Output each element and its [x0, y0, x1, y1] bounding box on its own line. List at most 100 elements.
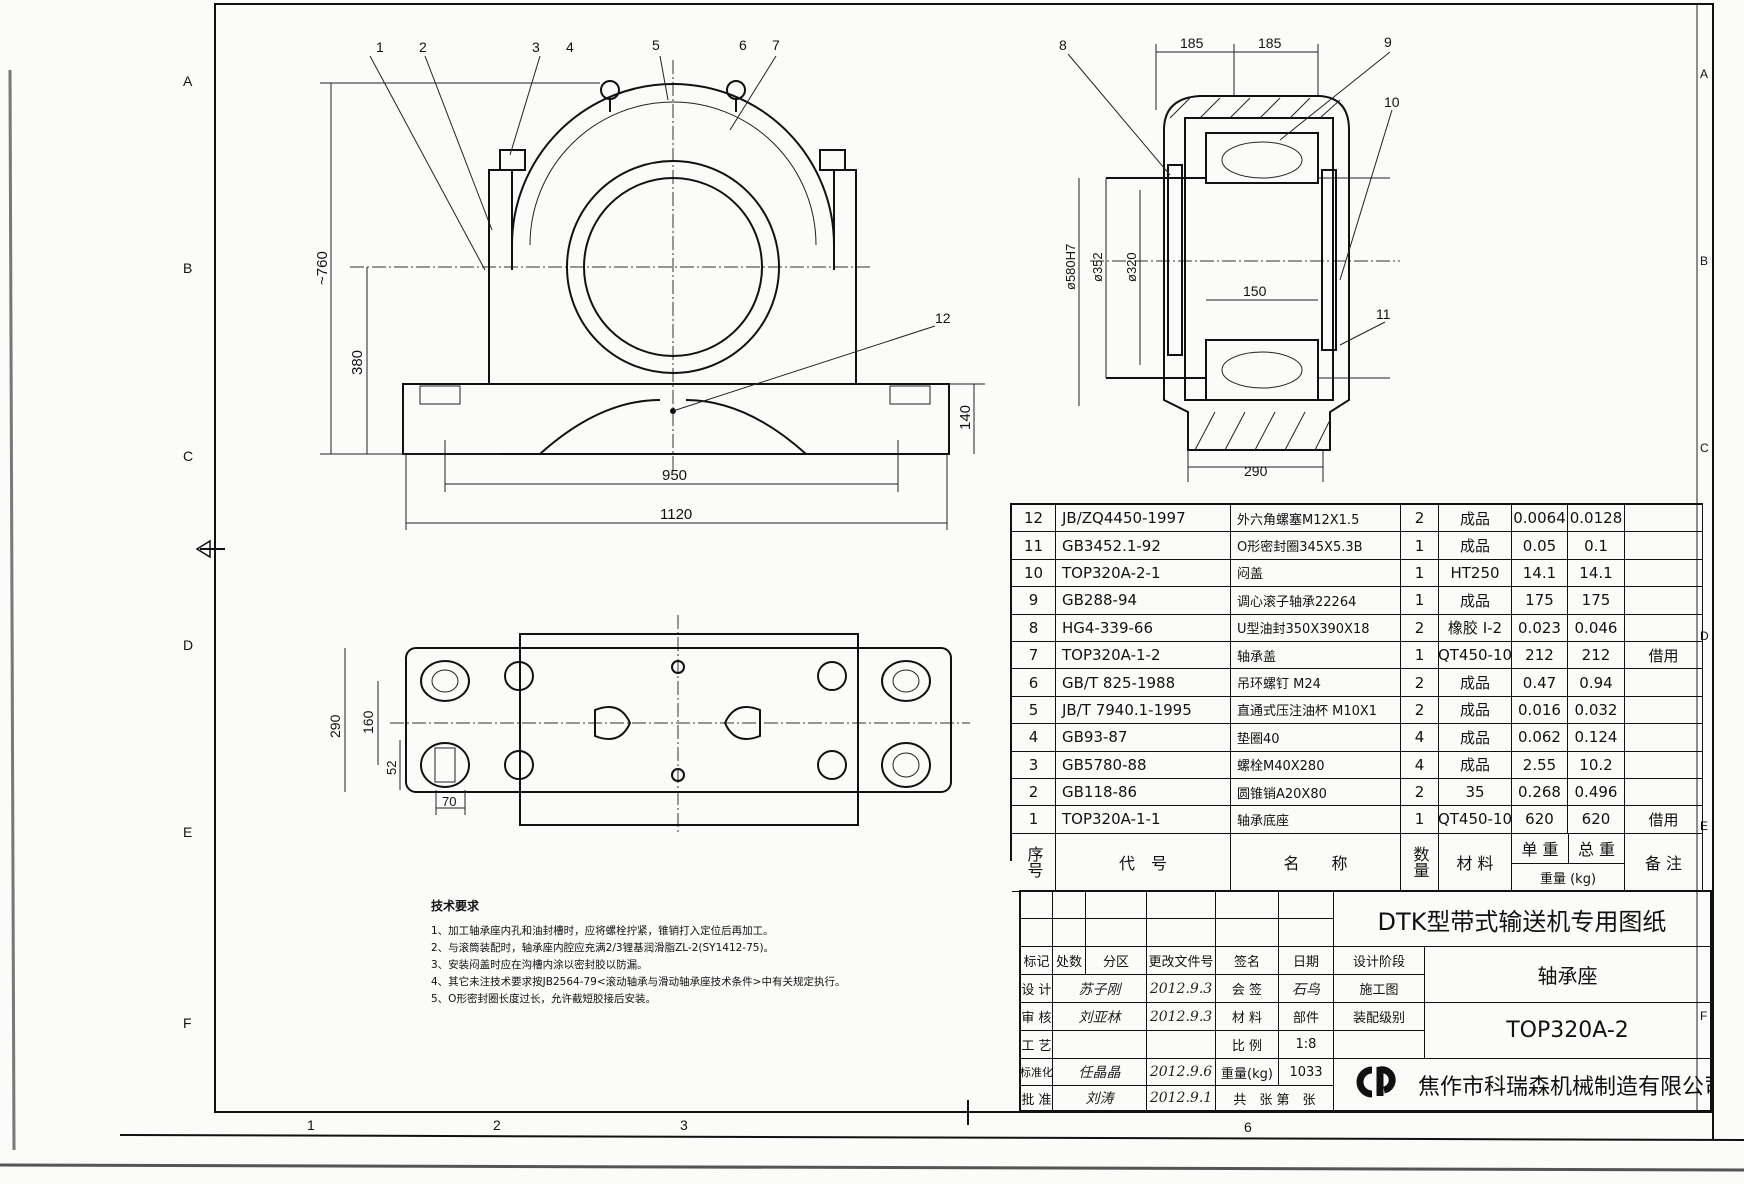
cell-name: 外六角螺塞M12X1.5 — [1231, 505, 1401, 533]
header-remark: 备 注 — [1625, 833, 1703, 892]
cell-no: 9 — [1012, 587, 1056, 615]
cell-code: GB288-94 — [1056, 587, 1231, 615]
header-code: 代 号 — [1056, 833, 1231, 892]
hdr-sign: 签名 — [1216, 947, 1279, 975]
hdr-zone: 分区 — [1086, 947, 1147, 975]
cell-name: 圆锥销A20X80 — [1231, 778, 1401, 807]
svg-text:2: 2 — [493, 1117, 501, 1133]
header-material: 材 料 — [1439, 833, 1512, 892]
cell-unit-weight: 0.47 — [1512, 669, 1568, 697]
hdr-mark: 标记 — [1021, 947, 1053, 975]
cell-material: 橡胶 I-2 — [1439, 614, 1512, 642]
cell-code: GB3452.1-92 — [1056, 532, 1231, 560]
cell-total-weight: 0.032 — [1568, 696, 1625, 725]
header-qty: 数量 — [1401, 833, 1439, 892]
svg-text:B: B — [183, 260, 192, 276]
cell-unit-weight: 0.062 — [1512, 724, 1568, 752]
svg-text:A: A — [1700, 67, 1708, 81]
cell-total-weight: 0.94 — [1568, 669, 1625, 697]
cell-material: 35 — [1439, 778, 1512, 807]
cell-remark — [1625, 751, 1703, 779]
cell-remark — [1625, 587, 1703, 615]
header-weight-group: 重量 (kg) — [1539, 871, 1597, 887]
scale-value: 1:8 — [1279, 1031, 1334, 1059]
cell-name: U型油封350X390X18 — [1231, 614, 1401, 642]
cell-remark — [1625, 778, 1703, 807]
process-label: 工 艺 — [1021, 1031, 1053, 1059]
cell-name: 调心滚子轴承22264 — [1231, 587, 1401, 615]
cell-unit-weight: 0.0064 — [1512, 505, 1568, 533]
svg-text:2: 2 — [419, 39, 427, 55]
cell-no: 12 — [1012, 505, 1056, 533]
cell-material: 成品 — [1439, 669, 1512, 697]
parts-table-header: 序号 代 号 名 称 数量 材 料 单 重 总 重 重量 (kg) 备 注 — [1012, 833, 1703, 892]
cell-unit-weight: 212 — [1512, 641, 1568, 670]
dim-bolt-spacing: 160 — [360, 710, 376, 734]
cell-remark — [1625, 614, 1703, 642]
svg-text:6: 6 — [739, 37, 747, 53]
cell-remark — [1625, 724, 1703, 752]
company-logo — [1356, 1066, 1396, 1098]
dim-bearing-width: 150 — [1243, 283, 1267, 299]
svg-text:D: D — [1700, 629, 1709, 643]
cell-code: TOP320A-1-1 — [1056, 806, 1231, 834]
cell-name: 轴承底座 — [1231, 806, 1401, 834]
tech-item: 2、与滚筒装配时，轴承座内腔应充满2/3锂基润滑脂ZL-2(SY1412-75)… — [431, 942, 775, 954]
header-weight: 单 重 总 重 重量 (kg) — [1512, 833, 1625, 892]
svg-text:B: B — [1700, 254, 1708, 268]
cell-total-weight: 0.046 — [1568, 614, 1625, 642]
cell-remark — [1625, 669, 1703, 697]
title-block: DTK型带式输送机专用图纸 标记 处数 分区 更改文件号 签名 日期 设计阶段 … — [1019, 890, 1713, 1112]
cell-total-weight: 0.1 — [1568, 532, 1625, 560]
cell-material: 成品 — [1439, 505, 1512, 533]
cell-qty: 4 — [1401, 724, 1439, 752]
tech-requirements-title: 技术要求 — [431, 899, 480, 913]
cell-no: 3 — [1012, 751, 1056, 779]
weight-label: 重量(kg) — [1216, 1059, 1279, 1086]
cell-code: GB93-87 — [1056, 724, 1231, 752]
svg-text:A: A — [183, 73, 193, 89]
tech-item: 3、安装闷盖时应在沟槽内涂以密封胶以防漏。 — [431, 959, 648, 971]
svg-text:11: 11 — [1376, 306, 1391, 322]
cell-total-weight: 175 — [1568, 587, 1625, 615]
cell-name: 直通式压注油杯 M10X1 — [1231, 696, 1401, 725]
cell-unit-weight: 0.268 — [1512, 778, 1568, 807]
cell-name: O形密封圈345X5.3B — [1231, 532, 1401, 560]
standard-date: 2012.9.6 — [1147, 1059, 1216, 1086]
svg-text:12: 12 — [935, 310, 951, 326]
project-title: DTK型带式输送机专用图纸 — [1334, 892, 1711, 947]
standard-signature: 任晶晶 — [1053, 1059, 1147, 1086]
cell-code: GB5780-88 — [1056, 751, 1231, 779]
cell-material: 成品 — [1439, 751, 1512, 779]
cell-name: 螺栓M40X280 — [1231, 751, 1401, 779]
cell-material: QT450-10 — [1439, 806, 1512, 834]
cell-unit-weight: 620 — [1512, 806, 1568, 834]
cell-no: 1 — [1012, 806, 1056, 834]
drawing-number: TOP320A-2 — [1425, 1003, 1711, 1059]
technical-requirements: 技术要求 1、加工轴承座内孔和油封槽时，应将螺栓拧紧，锥销打入定位后再加工。 2… — [431, 898, 845, 1008]
cell-qty: 1 — [1401, 532, 1439, 560]
dim-half-width-right: 185 — [1258, 35, 1282, 51]
cell-qty: 1 — [1401, 559, 1439, 588]
svg-text:1: 1 — [307, 1117, 315, 1133]
cell-total-weight: 10.2 — [1568, 751, 1625, 779]
cell-remark — [1625, 559, 1703, 588]
stage-value: 施工图 — [1334, 975, 1425, 1003]
cell-qty: 1 — [1401, 806, 1439, 834]
assembly-label: 装配级别 — [1334, 1003, 1425, 1031]
svg-text:E: E — [183, 824, 192, 840]
